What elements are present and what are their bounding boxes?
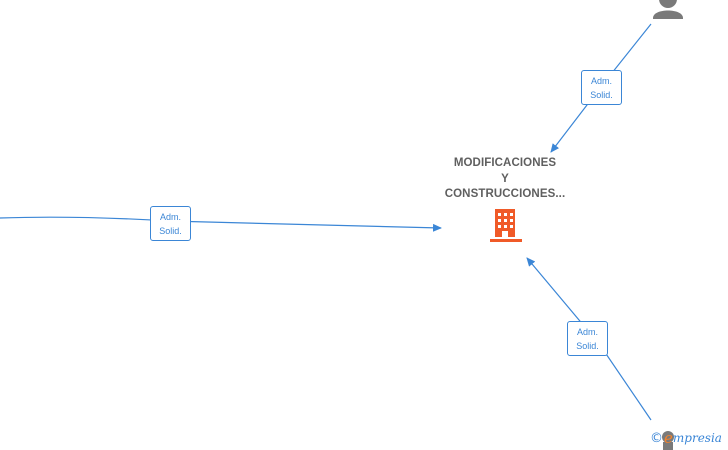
- edge-label-role: Adm.: [590, 76, 612, 86]
- empresia-watermark: © e mpresia: [650, 428, 722, 448]
- edge-label-top: Adm. Solid.: [581, 70, 622, 105]
- brand-name: mpresia: [672, 431, 722, 445]
- brand-initial: e: [664, 429, 673, 447]
- edge-label-type: Solid.: [590, 90, 613, 100]
- copyright-symbol: ©: [650, 430, 663, 446]
- edge-label-bottom: Adm. Solid.: [567, 321, 608, 356]
- company-name-line: MODIFICACIONES: [453, 157, 557, 169]
- person-icon[interactable]: [662, 431, 674, 450]
- company-name[interactable]: MODIFICACIONES Y CONSTRUCCIONES...: [434, 156, 576, 203]
- edge-label-type: Solid.: [159, 226, 182, 236]
- building-icon[interactable]: [490, 209, 522, 242]
- edge-label-type: Solid.: [576, 341, 599, 351]
- edge-label-left: Adm. Solid.: [150, 206, 191, 241]
- edge-label-role: Adm.: [576, 327, 598, 337]
- company-name-line: Y: [501, 172, 509, 185]
- edge-label-role: Adm.: [159, 212, 181, 222]
- company-name-line: CONSTRUCCIONES...: [444, 188, 566, 200]
- edge-left: [0, 216, 442, 232]
- person-icon[interactable]: [653, 0, 683, 19]
